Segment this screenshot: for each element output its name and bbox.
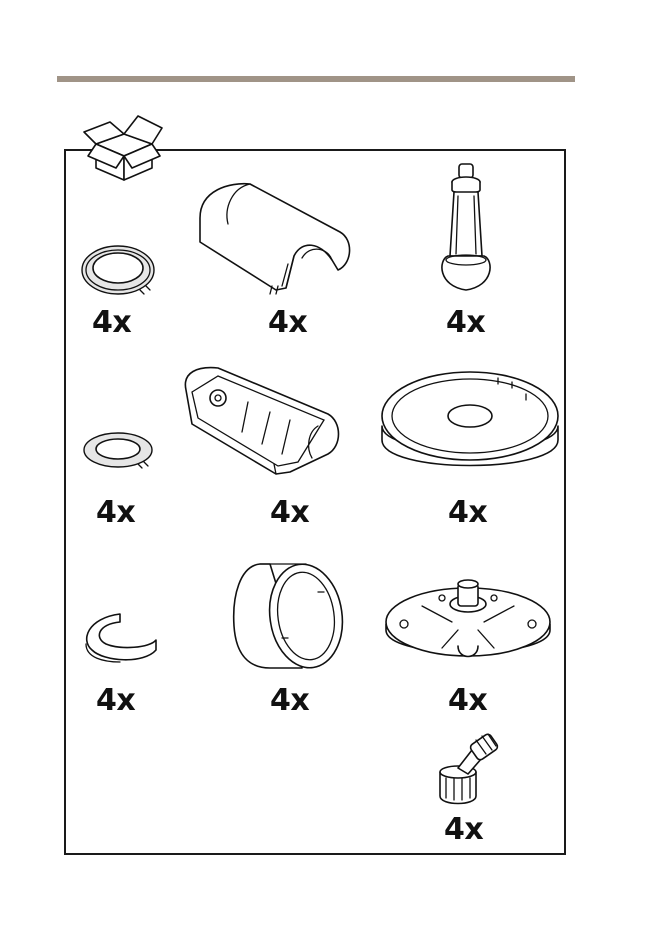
round-base-plate-icon: [380, 366, 560, 482]
open-box-icon: [80, 110, 164, 184]
quantity-label: 4x: [96, 686, 135, 716]
top-rule: [57, 76, 575, 82]
quantity-label: 4x: [92, 308, 131, 338]
quantity-label: 4x: [270, 686, 309, 716]
quantity-label: 4x: [268, 308, 307, 338]
c-clip-icon: [80, 610, 162, 664]
quantity-label: 4x: [444, 815, 483, 845]
small-ring-gasket-icon: [82, 430, 158, 472]
half-cylinder-cover-icon: [190, 178, 356, 296]
quantity-label: 4x: [96, 498, 135, 528]
quantity-label: 4x: [448, 498, 487, 528]
threaded-standoff-icon: [434, 160, 500, 296]
quantity-label: 4x: [270, 498, 309, 528]
quantity-label: 4x: [446, 308, 485, 338]
angled-connector-icon: [432, 732, 504, 808]
mounting-bracket-icon: [382, 576, 554, 672]
quantity-label: 4x: [448, 686, 487, 716]
large-ring-gasket-icon: [80, 242, 158, 298]
cylinder-sleeve-icon: [230, 556, 346, 674]
housing-shell-icon: [178, 362, 344, 478]
